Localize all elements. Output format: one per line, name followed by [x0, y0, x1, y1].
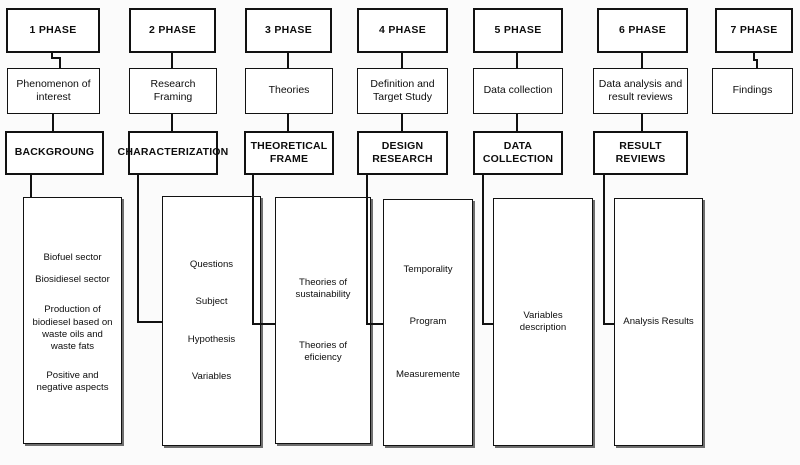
stage-box-4: DESIGN RESEARCH [357, 131, 448, 175]
connector-stage-to-detail-3-v [252, 175, 254, 325]
description-box-6: Data analysis and result reviews [593, 68, 688, 114]
detail-list-3: Theories of sustainability Theories of e… [281, 277, 365, 364]
connector-stage-to-detail-6-v [603, 175, 605, 325]
detail-item: Production of biodiesel based on waste o… [32, 304, 113, 353]
detail-box-3: Theories of sustainability Theories of e… [275, 197, 371, 444]
detail-item: Measuremente [396, 368, 460, 380]
connector-phase-to-desc-2 [171, 53, 173, 69]
detail-item: Variables [191, 370, 232, 382]
connector-jog-1 [51, 57, 61, 59]
detail-list-4: Temporality Program Measuremente [389, 264, 467, 381]
detail-box-5: Variables description [493, 198, 593, 446]
detail-item: Theories of eficiency [299, 339, 347, 363]
connector-phase-to-desc-6 [641, 53, 643, 69]
connector-stage-to-detail-4-v [366, 175, 368, 325]
connector-stage-to-detail-2-v [137, 175, 139, 323]
detail-list-1: Biofuel sector Biosidiesel sector Produc… [29, 243, 116, 398]
detail-list-2: Questions Subject Hypothesis Variables [168, 259, 255, 383]
connector-stage-to-detail-6-h [603, 323, 616, 325]
phase-box-5: 5 PHASE [473, 8, 563, 53]
detail-box-6: Analysis Results [614, 198, 703, 446]
connector-phase-to-desc-5 [516, 53, 518, 69]
phase-box-1: 1 PHASE [6, 8, 100, 53]
detail-box-4: Temporality Program Measuremente [383, 199, 473, 446]
detail-box-1: Biofuel sector Biosidiesel sector Produc… [23, 197, 122, 444]
detail-list-5: Variables description [499, 310, 587, 335]
detail-item: Subject [195, 296, 228, 308]
connector-desc-to-stage-3 [287, 114, 289, 132]
description-box-5: Data collection [473, 68, 563, 114]
stage-box-6: RESULT REVIEWS [593, 131, 688, 175]
connector-desc-to-stage-4 [401, 114, 403, 132]
connector-desc-to-stage-5 [516, 114, 518, 132]
connector-phase-to-desc-3 [287, 53, 289, 69]
connector-desc-to-stage-1 [52, 114, 54, 132]
detail-item: Program [409, 316, 447, 328]
stage-box-5: DATA COLLECTION [473, 131, 563, 175]
description-box-1: Phenomenon of interest [7, 68, 100, 114]
connector-stage-to-detail-5-v [482, 175, 484, 325]
detail-item: Hypothesis [187, 333, 236, 345]
phase-box-4: 4 PHASE [357, 8, 448, 53]
detail-box-2: Questions Subject Hypothesis Variables [162, 196, 261, 446]
detail-item: Questions [189, 258, 234, 270]
stage-box-3: THEORETICAL FRAME [244, 131, 334, 175]
phase-box-3: 3 PHASE [245, 8, 332, 53]
connector-phase-to-desc-4 [401, 53, 403, 69]
stage-box-1: BACKGROUNG [5, 131, 104, 175]
phase-box-6: 6 PHASE [597, 8, 688, 53]
phase-box-2: 2 PHASE [129, 8, 216, 53]
detail-item: Variables description [519, 309, 567, 333]
connector-stage-to-detail-5-h [482, 323, 495, 325]
connector-desc-to-stage-6 [641, 114, 643, 132]
connector-desc-to-stage-2 [171, 114, 173, 132]
connector-phase-to-desc-7b [756, 59, 758, 69]
detail-item: Theories of sustainability [295, 276, 351, 301]
detail-list-6: Analysis Results [620, 316, 697, 328]
detail-item: Biofuel sector [43, 251, 102, 263]
description-box-4: Definition and Target Study [357, 68, 448, 114]
connector-stage-to-detail-2-h [137, 321, 163, 323]
detail-item: Temporality [403, 264, 453, 276]
connector-phase-to-desc-1b [59, 57, 61, 69]
connector-jog-7 [753, 59, 758, 61]
connector-phase-to-desc-7 [753, 53, 755, 61]
description-box-3: Theories [245, 68, 333, 114]
detail-item: Analysis Results [623, 315, 694, 327]
detail-item: Positive and negative aspects [36, 369, 109, 393]
connector-stage-to-detail-3-h [252, 323, 276, 325]
connector-stage-to-detail-4-h [366, 323, 384, 325]
phase-box-7: 7 PHASE [715, 8, 793, 53]
detail-item: Biosidiesel sector [35, 274, 110, 286]
description-box-2: Research Framing [129, 68, 217, 114]
connector-phase-to-desc-1 [51, 53, 53, 59]
stage-box-2: CHARACTERIZATION [118, 131, 228, 175]
description-box-7: Findings [712, 68, 793, 114]
